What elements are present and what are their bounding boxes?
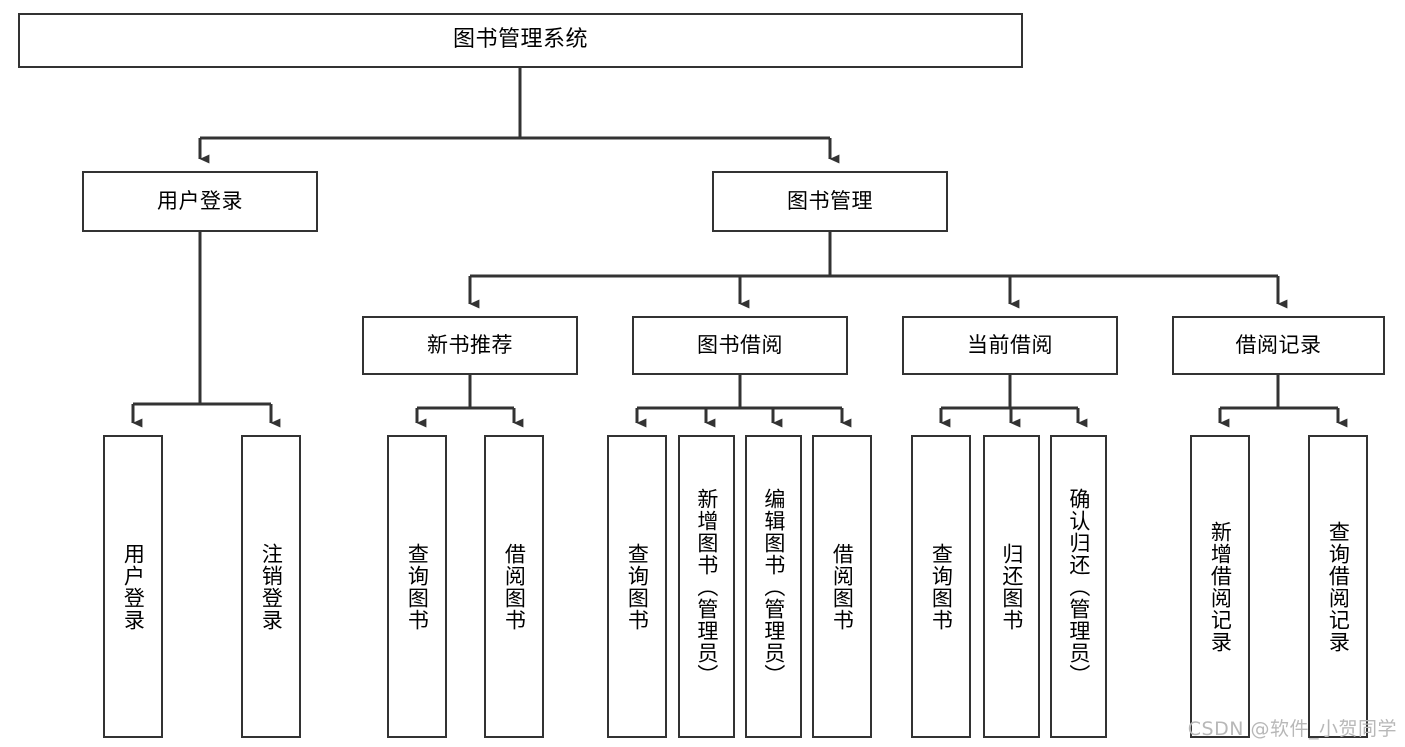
node-leaf-12[interactable]: 查询借阅记录 [1308, 435, 1368, 738]
node-leaf-0[interactable]: 用户登录 [103, 435, 163, 738]
node-leaf-label: 查询图书 [405, 542, 430, 631]
node-leaf-label: 新增借阅记录 [1208, 520, 1233, 653]
node-level3-label: 图书借阅 [697, 332, 783, 357]
node-level3-label: 借阅记录 [1235, 332, 1322, 357]
node-leaf-label: 归还图书 [999, 542, 1024, 631]
node-leaf-label: 确认归还（管理员） [1066, 487, 1091, 686]
node-leaf-label: 注销登录 [259, 542, 284, 631]
node-level3-0[interactable]: 新书推荐 [362, 316, 578, 375]
node-level3-3[interactable]: 借阅记录 [1172, 316, 1385, 375]
node-leaf-4[interactable]: 查询图书 [607, 435, 667, 738]
node-level2-1[interactable]: 图书管理 [712, 171, 948, 232]
node-level3-1[interactable]: 图书借阅 [632, 316, 848, 375]
node-leaf-8[interactable]: 查询图书 [911, 435, 971, 738]
node-leaf-label: 查询借阅记录 [1326, 520, 1351, 653]
node-level2-label: 用户登录 [157, 188, 243, 213]
node-root[interactable]: 图书管理系统 [18, 13, 1023, 68]
node-leaf-9[interactable]: 归还图书 [983, 435, 1040, 738]
watermark: CSDN @软件_小贺同学 [1187, 718, 1397, 740]
node-level2-0[interactable]: 用户登录 [82, 171, 318, 232]
node-leaf-10[interactable]: 确认归还（管理员） [1050, 435, 1107, 738]
node-leaf-2[interactable]: 查询图书 [387, 435, 447, 738]
node-level2-label: 图书管理 [787, 188, 873, 213]
node-leaf-11[interactable]: 新增借阅记录 [1190, 435, 1250, 738]
node-root-label: 图书管理系统 [452, 27, 588, 53]
node-level3-2[interactable]: 当前借阅 [902, 316, 1118, 375]
node-leaf-1[interactable]: 注销登录 [241, 435, 301, 738]
node-level3-label: 新书推荐 [427, 332, 513, 357]
node-leaf-5[interactable]: 新增图书（管理员） [678, 435, 735, 738]
node-leaf-label: 新增图书（管理员） [694, 487, 719, 686]
node-leaf-label: 查询图书 [625, 542, 650, 631]
node-leaf-label: 查询图书 [929, 542, 954, 631]
node-leaf-label: 编辑图书（管理员） [761, 487, 786, 686]
node-leaf-6[interactable]: 编辑图书（管理员） [745, 435, 802, 738]
node-leaf-3[interactable]: 借阅图书 [484, 435, 544, 738]
node-level3-label: 当前借阅 [967, 332, 1053, 357]
node-leaf-label: 借阅图书 [502, 542, 527, 631]
node-leaf-label: 用户登录 [121, 542, 146, 631]
node-leaf-7[interactable]: 借阅图书 [812, 435, 872, 738]
node-leaf-label: 借阅图书 [830, 542, 855, 631]
